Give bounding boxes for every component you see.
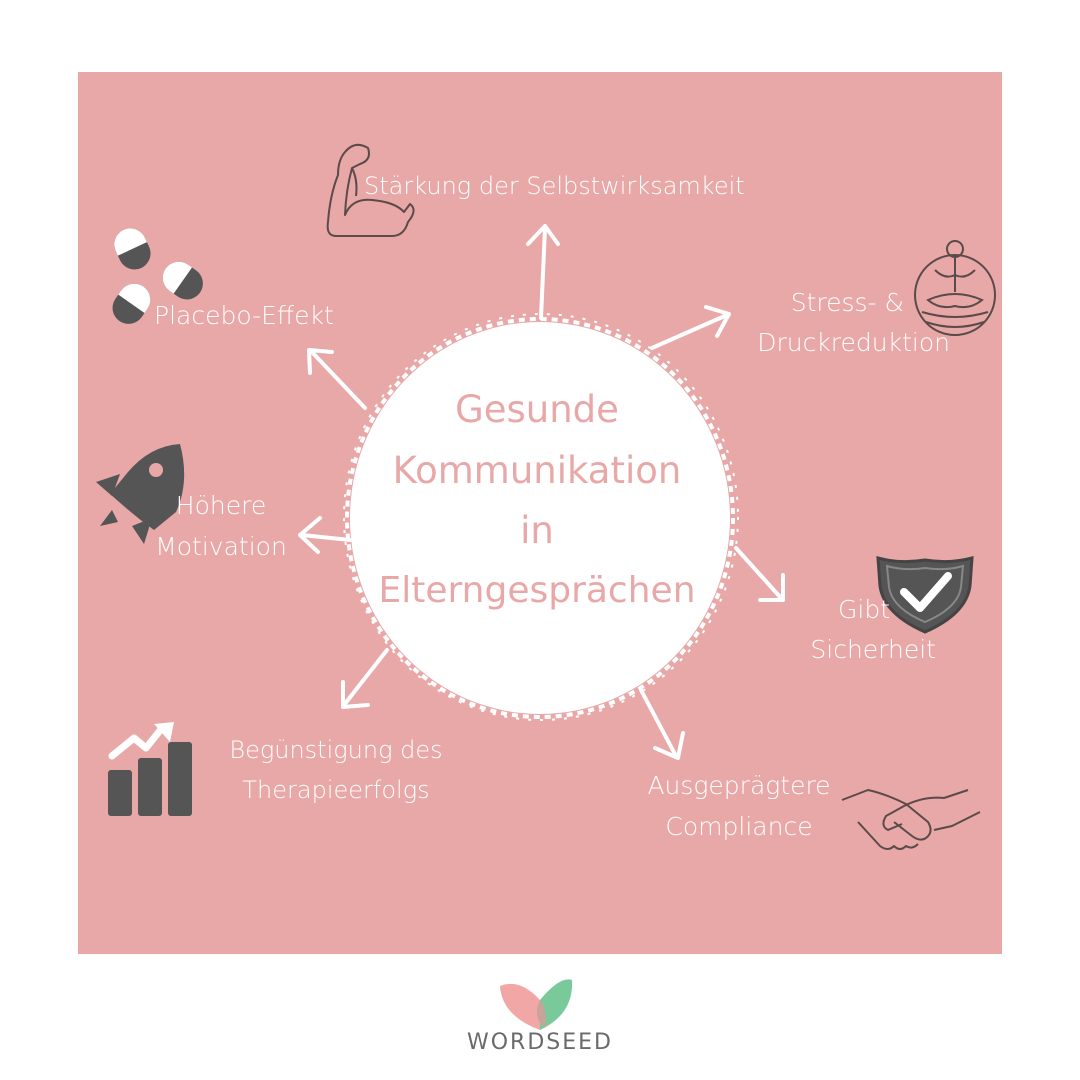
label-motivation-line-2: Motivation: [155, 532, 287, 561]
rocket-icon: [96, 444, 185, 544]
arrow-left: [298, 516, 352, 554]
arrow-right: [734, 546, 785, 602]
label-selbstwirksamkeit: Stärkung der Selbstwirksamkeit: [364, 172, 745, 200]
shield-check-icon: [876, 555, 974, 634]
label-sicherheit-line-2: Sicherheit: [810, 635, 936, 664]
label-compliance-line-1: Ausgeprägtere: [647, 771, 831, 800]
wordseed-logo-icon: [500, 979, 573, 1030]
center-title-line-1: Gesunde: [455, 388, 619, 431]
handshake-icon: [841, 789, 981, 850]
center-title-line-4: Elterngesprächen: [378, 570, 696, 611]
brand-name: WORDSEED: [466, 1030, 613, 1055]
pills-icon: [112, 228, 203, 324]
label-stress-line-2: Druckreduktion: [757, 328, 950, 357]
meditation-icon: [914, 240, 996, 336]
label-therapie-line-1: Begünstigung des: [229, 736, 443, 764]
label-placebo: Placebo-Effekt: [154, 301, 334, 330]
arrow-lower-left: [341, 648, 389, 709]
arrow-upper-left: [307, 348, 367, 410]
label-stress-line-1: Stress- &: [790, 288, 904, 317]
label-motivation-line-1: Höhere: [175, 491, 267, 520]
bar-chart-growth-icon: [108, 722, 192, 816]
center-circle: [343, 313, 739, 721]
arrow-upper-right: [650, 305, 731, 350]
center-title-line-3: in: [520, 509, 554, 552]
label-sicherheit-line-1: Gibt: [838, 595, 890, 624]
arrow-lower-right: [639, 688, 685, 760]
flexed-arm-icon: [326, 143, 415, 237]
arrow-up: [526, 224, 560, 320]
label-compliance-line-2: Compliance: [665, 812, 813, 841]
center-title-line-2: Kommunikation: [392, 449, 682, 492]
label-therapie-line-2: Therapieerfolgs: [242, 776, 430, 804]
